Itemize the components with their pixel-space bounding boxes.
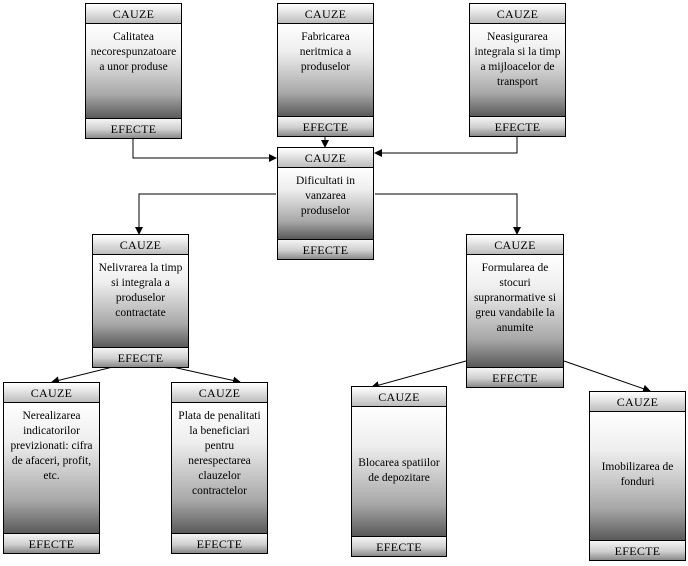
box-top-left: CAUZE Calitatea necorespunzatoare a unor… xyxy=(85,3,182,139)
arrow-top-right-to-center xyxy=(374,137,518,157)
cause-header: CAUZE xyxy=(86,4,181,24)
cause-text: Plata de penalitati la beneficiari pentr… xyxy=(172,403,267,533)
cause-text: Nelivrarea la timp si integrala a produs… xyxy=(93,255,188,347)
box-bottom-2: CAUZE Plata de penalitati la beneficiari… xyxy=(171,382,268,554)
arrow-center-to-mid-right xyxy=(375,193,521,235)
effect-footer: EFECTE xyxy=(86,118,181,138)
effect-footer: EFECTE xyxy=(352,536,446,556)
arrow-top-left-to-center xyxy=(132,138,277,162)
cause-header: CAUZE xyxy=(93,235,188,255)
effect-footer: EFECTE xyxy=(93,347,188,367)
effect-footer: EFECTE xyxy=(4,533,99,553)
arrow-mid-right-to-bottom-3 xyxy=(371,360,467,389)
effect-footer: EFECTE xyxy=(590,540,685,560)
cause-text: Neasigurarea integrala si la timp a mijl… xyxy=(470,24,565,116)
arrow-center-to-mid-left xyxy=(135,193,276,235)
cause-text: Calitatea necorespunzatoare a unor produ… xyxy=(86,24,181,118)
box-bottom-3: CAUZE Blocarea spatiilor de depozitare E… xyxy=(351,386,447,557)
cause-text: Fabricarea neritmica a produselor xyxy=(278,24,373,116)
box-bottom-1: CAUZE Nerealizarea indicatorilor previzi… xyxy=(3,382,100,554)
cause-text: Nerealizarea indicatorilor previzionati:… xyxy=(4,403,99,533)
effect-footer: EFECTE xyxy=(172,533,267,553)
cause-header: CAUZE xyxy=(4,383,99,403)
effect-footer: EFECTE xyxy=(278,116,373,136)
cause-header: CAUZE xyxy=(278,4,373,24)
cause-header: CAUZE xyxy=(352,387,446,407)
box-top-right: CAUZE Neasigurarea integrala si la timp … xyxy=(469,3,566,137)
arrow-mid-right-to-bottom-4 xyxy=(563,360,651,393)
box-mid-left: CAUZE Nelivrarea la timp si integrala a … xyxy=(92,234,189,368)
cause-text: Blocarea spatiilor de depozitare xyxy=(352,407,446,536)
box-mid-right: CAUZE Formularea de stocuri supranormati… xyxy=(466,234,564,388)
box-top-middle: CAUZE Fabricarea neritmica a produselor … xyxy=(277,3,374,137)
effect-footer: EFECTE xyxy=(278,239,373,259)
effect-footer: EFECTE xyxy=(470,116,565,136)
cause-header: CAUZE xyxy=(590,392,685,412)
cause-header: CAUZE xyxy=(467,235,563,255)
cause-header: CAUZE xyxy=(172,383,267,403)
cause-header: CAUZE xyxy=(470,4,565,24)
cause-text: Imobilizarea de fonduri xyxy=(590,412,685,540)
cause-text: Dificultati in vanzarea produselor xyxy=(278,168,373,239)
box-center: CAUZE Dificultati in vanzarea produselor… xyxy=(277,147,374,260)
effect-footer: EFECTE xyxy=(467,367,563,387)
cause-text: Formularea de stocuri supranormative si … xyxy=(467,255,563,367)
cause-header: CAUZE xyxy=(278,148,373,168)
box-bottom-4: CAUZE Imobilizarea de fonduri EFECTE xyxy=(589,391,686,561)
